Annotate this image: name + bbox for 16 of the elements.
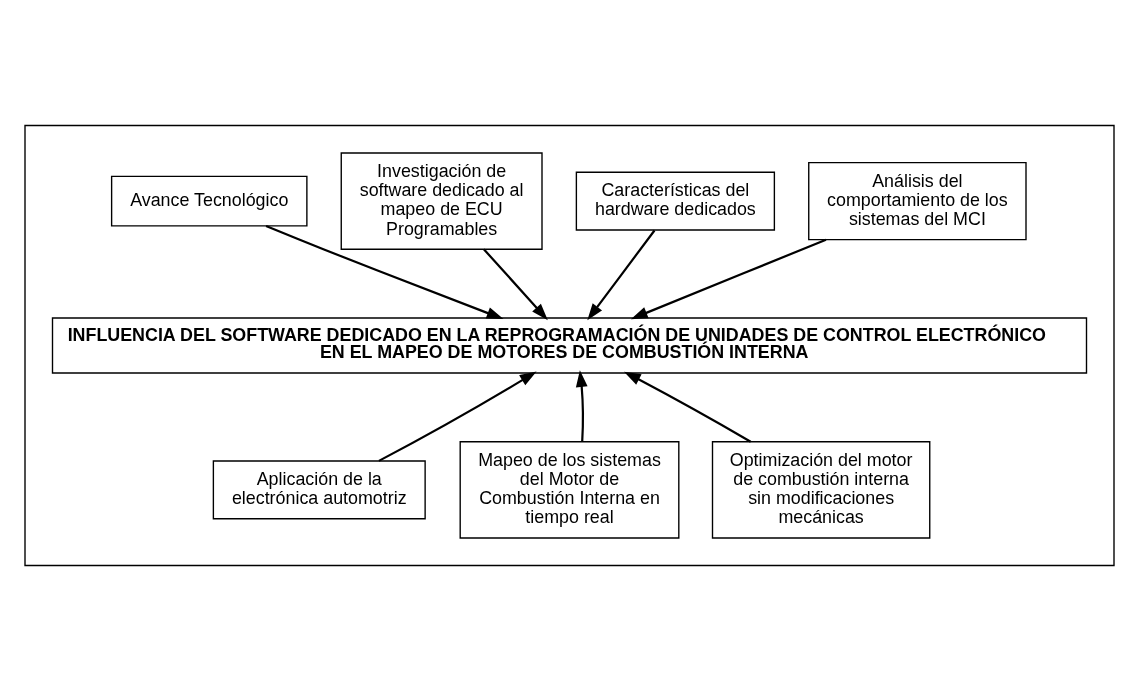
- node-box: Mapeo de los sistemas del Motor de Combustión Interna en tiempo real: [459, 440, 680, 539]
- node-box: INFLUENCIA DEL SOFTWARE DEDICADO EN LA REPROGRAMACIÓN DE UNIDADES DE CONTROL ELECTRÓNICO EN EL MAPEO DE MOTORES DE COMBUSTIÓN INTERNA: [51, 316, 1088, 374]
- node-box: Optimización del motor de combustión interna sin modificaciones mecánicas: [711, 440, 931, 539]
- node-box: Investigación de software dedicado al mapeo de ECU Programables: [340, 151, 543, 250]
- cluster: [24, 124, 1115, 566]
- arrow: [624, 371, 752, 443]
- node-box: Avance Tecnológico: [110, 175, 308, 227]
- arrow: [265, 224, 504, 319]
- node-box: Características del hardware dedicados: [575, 171, 776, 231]
- node-box: Análisis del comportamiento de los sistemas del MCI: [808, 161, 1027, 240]
- arrow: [587, 229, 656, 320]
- arrow: [378, 370, 537, 462]
- arrow: [630, 238, 827, 319]
- arrow: [483, 248, 548, 320]
- node-box: Aplicación de la electrónica automotriz: [212, 459, 426, 519]
- arrow: [575, 369, 588, 441]
